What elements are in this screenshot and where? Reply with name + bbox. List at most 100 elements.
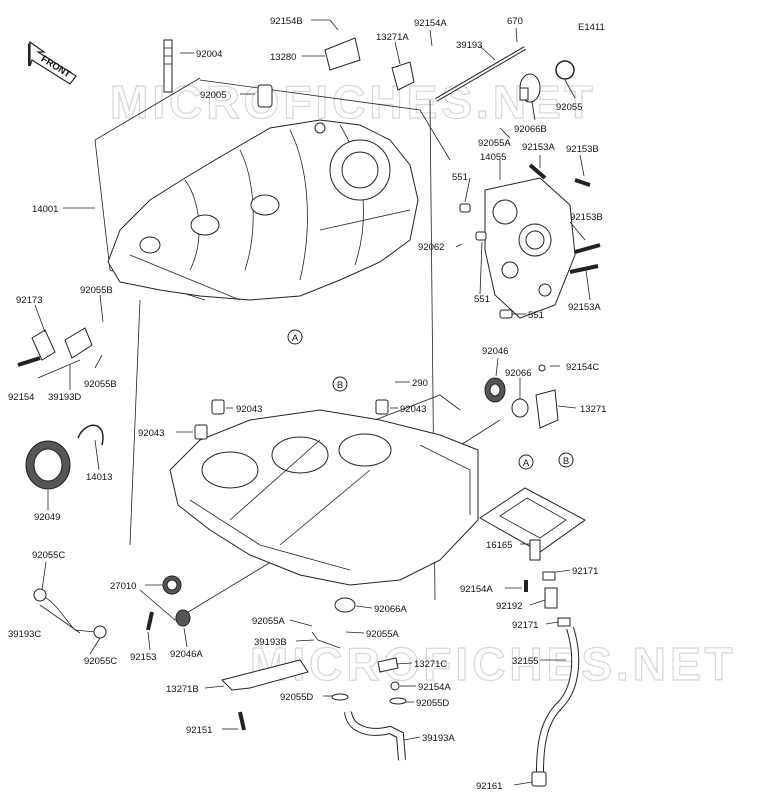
callout-39193C: 39193C [8, 629, 41, 640]
callout-92192: 92192 [496, 601, 522, 612]
callout-92153A-top: 92153A [522, 142, 555, 153]
callout-39193A: 39193A [422, 733, 455, 744]
callout-92004: 92004 [196, 49, 222, 60]
callout-92055A-top: 92055A [478, 138, 511, 149]
oil-seal-92049 [25, 440, 71, 490]
long-bolt-39193 [434, 46, 527, 102]
stud-92004 [163, 39, 173, 93]
callout-92171-a: 92171 [572, 566, 598, 577]
callout-13271C: 13271C [414, 659, 447, 670]
callout-92151: 92151 [186, 725, 212, 736]
callout-92043-c: 92043 [138, 428, 164, 439]
callout-14001: 14001 [32, 204, 58, 215]
pipe-39193B [311, 631, 341, 649]
diagram-code: E1411 [578, 22, 605, 33]
cap-92066A [334, 597, 356, 613]
callout-92005: 92005 [200, 90, 226, 101]
ref-circle-a-pan: A [518, 454, 534, 470]
callout-13271B: 13271B [166, 684, 199, 695]
bracket-13271C [377, 657, 400, 691]
callout-92055D-b: 92055D [416, 698, 449, 709]
callout-39193B: 39193B [254, 637, 287, 648]
dowels-551 [459, 203, 513, 319]
pipe-39193C [33, 588, 107, 639]
oil-pipe-92173 [17, 327, 93, 367]
callout-92055C-b: 92055C [84, 656, 117, 667]
ref-circle-b-right: B [558, 452, 574, 468]
callout-13280: 13280 [270, 52, 296, 63]
callout-551-b: 551 [474, 294, 490, 305]
plate-16165 [479, 487, 586, 561]
callout-39193: 39193 [456, 40, 482, 51]
callout-92055B-a: 92055B [80, 285, 113, 296]
seal-92046A [175, 609, 191, 627]
callout-92154C: 92154C [566, 362, 599, 373]
callout-92055C-a: 92055C [32, 550, 65, 561]
callout-92055: 92055 [556, 102, 582, 113]
callout-92154B: 92154B [270, 16, 303, 27]
callout-92154: 92154 [8, 392, 34, 403]
callout-92154A-mid: 92154A [460, 584, 493, 595]
oring-92055 [555, 60, 575, 80]
lower-crankcase [169, 409, 479, 586]
callout-92171-b: 92171 [512, 620, 538, 631]
dowels-92043 [194, 399, 389, 440]
svg-text:A: A [292, 333, 299, 344]
callout-92153A-bot: 92153A [568, 302, 601, 313]
pipe-39193A [331, 693, 407, 761]
bracket-13271 [535, 364, 559, 429]
callout-92066B: 92066B [514, 124, 547, 135]
callout-14055: 14055 [480, 152, 506, 163]
callout-551-c: 551 [528, 310, 544, 321]
svg-text:B: B [337, 380, 343, 391]
cover-14055 [484, 177, 576, 319]
callout-92066A: 92066A [374, 604, 407, 615]
callout-16165: 16165 [486, 540, 512, 551]
ring-14013 [77, 424, 104, 446]
callout-labels: 92154B 13280 92004 92005 13271A 92154A 6… [8, 16, 606, 792]
cap-92066B [519, 73, 541, 103]
plate-13271B [221, 659, 309, 691]
callout-92055B-b: 92055B [84, 379, 117, 390]
callout-670: 670 [507, 16, 523, 27]
bolt-92151 [238, 711, 246, 731]
bolt-92153-lower [146, 611, 154, 631]
bolts-92153 [528, 163, 601, 274]
ref-circle-b-top: B [332, 376, 348, 392]
callout-14013: 14013 [86, 472, 112, 483]
cap-92066 [511, 398, 529, 418]
callout-27010: 27010 [110, 581, 136, 592]
callout-32155: 32155 [512, 656, 538, 667]
leader-lines [34, 19, 591, 786]
svg-text:A: A [523, 458, 530, 469]
watermark-bottom: MICROFICHES.NET [250, 638, 737, 690]
callout-290: 290 [412, 378, 428, 389]
ref-circle-a-top: A [287, 329, 303, 345]
callout-92043-b: 92043 [400, 404, 426, 415]
hose-32155 [531, 571, 580, 787]
callout-92043-a: 92043 [236, 404, 262, 415]
callout-13271: 13271 [580, 404, 606, 415]
callout-92055D-a: 92055D [280, 692, 313, 703]
callout-92055A-mid: 92055A [252, 616, 285, 627]
plate-13280 [324, 37, 361, 71]
oil-seal-92046 [484, 377, 506, 403]
callout-92153B-top: 92153B [566, 144, 599, 155]
callout-551-a: 551 [452, 172, 468, 183]
callout-39193D: 39193D [48, 392, 81, 403]
callout-92173: 92173 [16, 295, 42, 306]
svg-text:B: B [563, 456, 569, 467]
callout-92046A: 92046A [170, 649, 203, 660]
callout-92161: 92161 [476, 781, 502, 792]
callout-92153B-mid: 92153B [570, 212, 603, 223]
callout-92055A-low: 92055A [366, 629, 399, 640]
upper-crankcase [107, 119, 419, 301]
callout-92066: 92066 [505, 368, 531, 379]
callout-13271A: 13271A [376, 32, 409, 43]
callout-92153: 92153 [130, 652, 156, 663]
front-arrow-icon: FRONT [28, 40, 77, 85]
callout-92062: 92062 [418, 242, 444, 253]
plug-27010 [162, 575, 182, 595]
